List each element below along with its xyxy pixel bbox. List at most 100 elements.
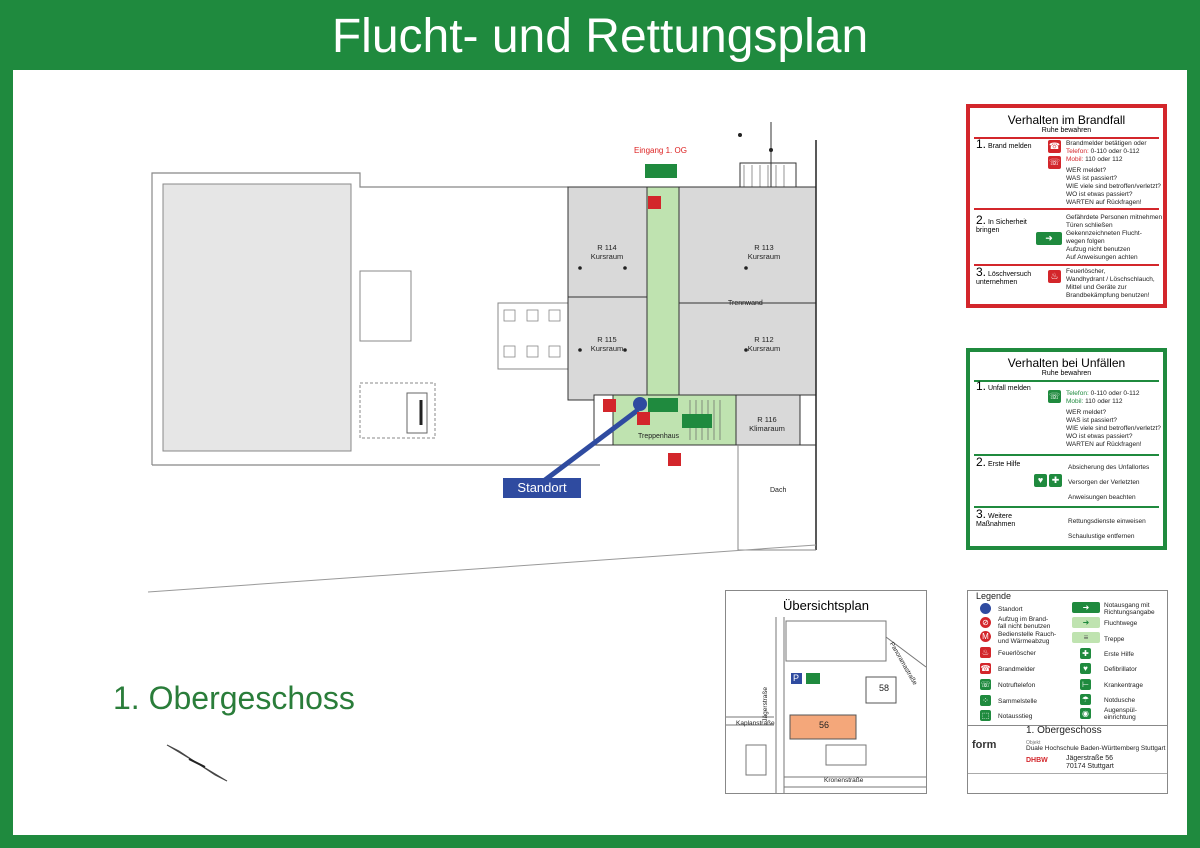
- fire-alarm-icon: ☎: [1048, 140, 1061, 153]
- address-line-1: Jägerstraße 56: [1066, 755, 1114, 762]
- fire-w-0: WER meldet?: [1066, 167, 1107, 174]
- assembly-point-icon: ⁘: [980, 695, 991, 706]
- acc-s2-2: Anweisungen beachten: [1068, 494, 1136, 501]
- fire-w-3: WO ist etwas passiert?: [1066, 191, 1133, 198]
- fire-mob-label: Mobil:: [1066, 156, 1084, 163]
- fire-s2-1: Türen schließen: [1066, 222, 1113, 229]
- acc-tel: 0-110 oder 0-112: [1090, 390, 1140, 397]
- legend-l0: Standort: [998, 606, 1023, 613]
- legend-l1: Aufzug im Brand- fall nicht benutzen: [998, 616, 1051, 630]
- legend-panel: Legende Standort ⊘ Aufzug im Brand- fall…: [967, 590, 1168, 794]
- legend-r7: Augenspül- einrichtung: [1104, 707, 1137, 721]
- first-aid-icon: ✚: [1049, 474, 1062, 487]
- fire-s2-3: wegen folgen: [1066, 238, 1105, 245]
- overview-plan: Übersichtsplan P 56 58 Jägerstraße Kapla…: [725, 590, 927, 794]
- stretcher-icon: ⊢: [1080, 679, 1091, 690]
- acc-mob-label: Mobil:: [1066, 398, 1084, 405]
- treppenhaus-label: Treppenhaus: [638, 433, 679, 440]
- overview-parking: P: [793, 673, 800, 683]
- fire-w-1: WAS ist passiert?: [1066, 175, 1118, 182]
- overview-map: [726, 617, 926, 793]
- plan-title: Flucht- und Rettungsplan: [0, 0, 1200, 70]
- floor-title: 1. Obergeschoss: [113, 680, 355, 716]
- extinguisher-icon: ♨: [980, 647, 991, 658]
- legend-title: Legende: [976, 591, 1012, 601]
- acc-w-3: WO ist etwas passiert?: [1066, 433, 1133, 440]
- accident-panel-title: Verhalten bei Unfällen: [1007, 356, 1126, 370]
- acc-w-4: WARTEN auf Rückfragen!: [1066, 441, 1142, 448]
- phone-icon: ☏: [1048, 156, 1061, 169]
- emergency-hatch-icon: ⬚: [980, 710, 991, 721]
- acc-tel-label: Telefon:: [1066, 390, 1089, 397]
- legend-r2: Treppe: [1104, 636, 1125, 643]
- fire-s2-5: Auf Anweisungen achten: [1066, 254, 1138, 261]
- legend-l4: Brandmelder: [998, 666, 1036, 673]
- fire-tel-label: Telefon:: [1066, 148, 1089, 155]
- overview-street-kronen: Kronenstraße: [824, 777, 864, 784]
- fire-instructions-panel: Verhalten im Brandfall Ruhe bewahren 1. …: [966, 104, 1167, 308]
- address-line-2: 70174 Stuttgart: [1066, 763, 1114, 770]
- shower-icon: ☂: [1080, 694, 1091, 705]
- fire-tel: 0-110 oder 0-112: [1090, 148, 1140, 155]
- dhbw-logo: DHBW: [1026, 757, 1048, 764]
- fire-w-4: WARTEN auf Rückfragen!: [1066, 199, 1142, 206]
- acc-s2-1: Versorgen der Verletzten: [1068, 479, 1140, 486]
- first-aid-icon: ✚: [1080, 648, 1091, 659]
- legend-r1: Fluchtwege: [1104, 620, 1138, 627]
- accident-instructions-panel: Verhalten bei Unfällen Ruhe bewahren 1. …: [966, 348, 1167, 550]
- overview-bldg-58: 58: [879, 683, 890, 693]
- acc-s3-1: Schaulustige entfernen: [1068, 533, 1135, 540]
- smoke-vent-icon: M: [980, 631, 991, 642]
- defibrillator-icon: ♥: [1080, 663, 1091, 674]
- objekt-label: Objekt: [1026, 740, 1041, 746]
- fire-s2-4: Aufzug nicht benutzen: [1066, 246, 1131, 253]
- acc-mob: 110 oder 112: [1085, 398, 1123, 405]
- overview-title: Übersichtsplan: [783, 598, 869, 613]
- eyewash-icon: ◉: [1080, 708, 1091, 719]
- acc-w-2: WIE viele sind betroffen/verletzt?: [1066, 425, 1161, 432]
- legend-l3: Feuerlöscher: [998, 650, 1036, 657]
- fire-s3-1: Wandhydrant / Löschschlauch,: [1066, 276, 1155, 283]
- escape-route-icon: ➜: [1072, 617, 1100, 628]
- fire-panel-title: Verhalten im Brandfall: [1007, 113, 1126, 127]
- fire-s3-3: Brandbekämpfung benutzen!: [1066, 292, 1150, 299]
- fire-alarm-icon: ☎: [980, 663, 991, 674]
- trennwand-label: Trennwand: [728, 300, 763, 307]
- legend-l7: Notausstieg: [998, 713, 1033, 720]
- legend-r4: Defibrillator: [1104, 666, 1137, 673]
- fire-s1-text: Brandmelder betätigen oder: [1066, 140, 1147, 147]
- overview-street-jaeger: Jägerstraße: [762, 687, 769, 722]
- fire-panel-subtitle: Ruhe bewahren: [1041, 127, 1092, 134]
- standort-label: Standort: [503, 478, 581, 498]
- stairs-icon: ≡: [1072, 632, 1100, 643]
- fire-s3-2: Mittel und Geräte zur: [1066, 284, 1127, 291]
- emergency-phone-icon: ☏: [980, 679, 991, 690]
- legend-r3: Erste Hilfe: [1104, 651, 1134, 658]
- legend-l5: Notruftelefon: [998, 682, 1036, 689]
- acc-s2-0: Absicherung des Unfallortes: [1068, 464, 1150, 471]
- legend-plan-title: 1. Obergeschoss: [1026, 725, 1102, 736]
- acc-s3-0: Rettungsdienste einweisen: [1068, 518, 1146, 525]
- objekt-name: Duale Hochschule Baden-Württemberg Stutt…: [1026, 745, 1166, 752]
- legend-r0: Notausgang mit Richtungsangabe: [1104, 602, 1155, 616]
- fire-mob: 110 oder 112: [1085, 156, 1123, 163]
- standort-icon: [980, 603, 991, 614]
- emergency-phone-icon: ☏: [1048, 390, 1061, 403]
- fire-s3-0: Feuerlöscher,: [1066, 268, 1106, 275]
- fire-step-2: 2. In Sicherheit bringen: [976, 213, 1027, 234]
- accident-step-3: 3. Weitere Maßnahmen: [976, 507, 1016, 528]
- elevator-icon: ⊘: [980, 617, 991, 628]
- overview-bldg-56: 56: [819, 720, 830, 730]
- fire-extinguisher-icon: ♨: [1048, 270, 1061, 283]
- legend-l2: Bedienstelle Rauch- und Wärmeabzug: [998, 631, 1057, 645]
- fire-s2-0: Gefährdete Personen mitnehmen: [1066, 214, 1163, 221]
- legend-r6: Notdusche: [1104, 697, 1136, 704]
- firm-logo: form: [972, 739, 997, 751]
- legend-l6: Sammelstelle: [998, 698, 1038, 705]
